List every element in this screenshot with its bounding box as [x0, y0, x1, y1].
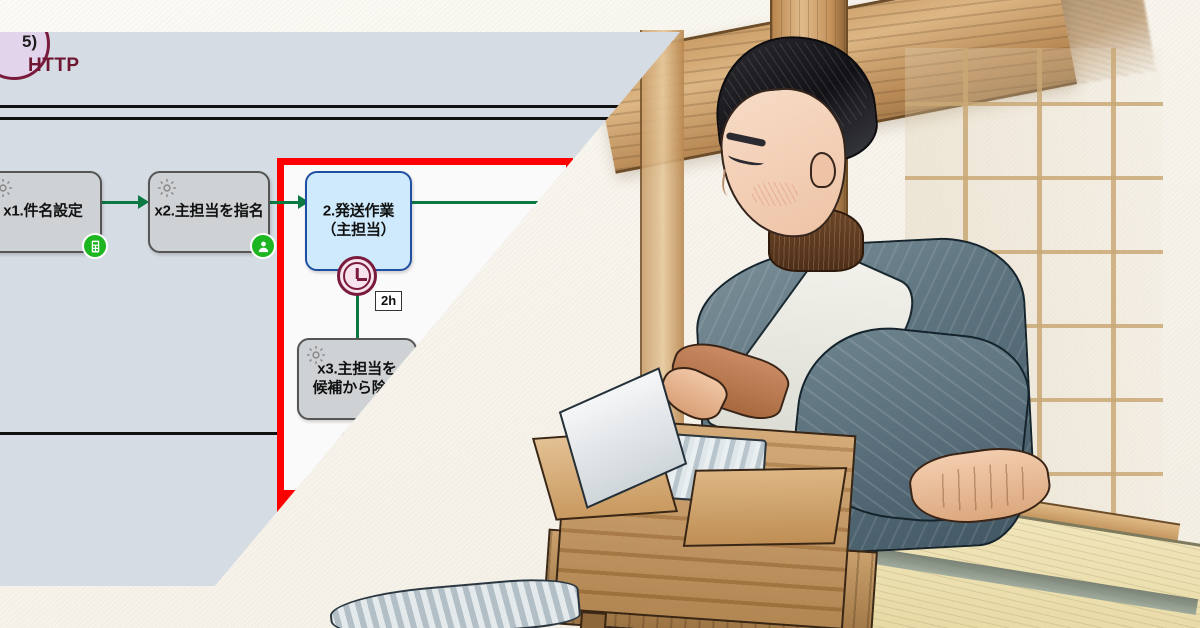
connector-x1-x2: [102, 201, 140, 204]
start-event-label: HTTP: [28, 55, 80, 76]
gear-icon: [0, 177, 14, 199]
task-2-shipping[interactable]: 2.発送作業 （主担当）: [305, 171, 412, 271]
plastic-bag: [328, 574, 582, 628]
task-x1[interactable]: x1.件名設定: [0, 171, 108, 259]
task-2-label-line2: （主担当）: [321, 221, 396, 238]
gear-icon: [305, 344, 327, 366]
person-icon: [250, 233, 276, 259]
connector-t2-gateway: [411, 201, 615, 204]
person-figure: [653, 27, 1080, 590]
lane-divider-top: [0, 105, 680, 108]
connector-timer-x3: [356, 294, 359, 354]
task-x2[interactable]: x2.主担当を指名: [148, 171, 276, 259]
task-x3-label-line1: x3.主担当を: [317, 360, 397, 378]
crate-leg: [578, 611, 608, 628]
form-icon: [82, 233, 108, 259]
arrowhead-x1-x2: [138, 195, 149, 209]
lane-divider-second: [0, 117, 680, 120]
task-x2-label: x2.主担当を指名: [154, 202, 264, 220]
ear: [810, 152, 836, 188]
connector-x2-t2: [268, 201, 302, 204]
timer-boundary-event-icon: [337, 256, 377, 296]
box-flap-right: [682, 467, 848, 547]
gear-icon: [156, 177, 178, 199]
task-2-label-line1: 2.発送作業: [322, 202, 395, 220]
timer-duration-label: 2h: [375, 291, 403, 311]
cheek-hatching: [752, 182, 798, 206]
arrowhead-x2-t2: [298, 195, 309, 209]
task-2-label: 2.発送作業 （主担当）: [307, 202, 410, 240]
start-event-number: 5): [22, 32, 38, 51]
task-x1-label: x1.件名設定: [3, 202, 83, 220]
